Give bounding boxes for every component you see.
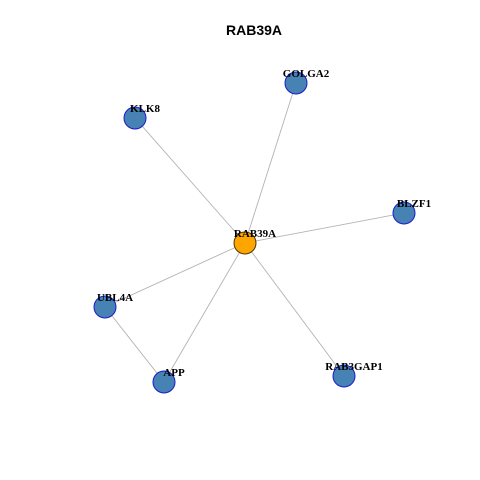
nodes-layer [93,71,416,394]
node-label-blzf1: BLZF1 [397,198,431,210]
node-ubl4a [93,295,117,319]
node-rab3gap1 [332,364,356,388]
node-klk8 [123,106,147,130]
edge-rab39a-app [163,242,246,383]
node-label-ubl4a: UBL4A [97,292,133,304]
node-label-rab3gap1: RAB3GAP1 [325,361,382,373]
node-golga2 [284,71,308,95]
node-app [152,370,176,394]
node-label-app: APP [163,367,185,379]
edge-ubl4a-app [104,306,165,383]
edge-rab39a-blzf1 [244,212,405,244]
edges-layer [104,82,405,383]
node-label-klk8: KLK8 [130,103,160,115]
edge-rab39a-golga2 [244,82,297,244]
diagram-title: RAB39A [226,22,282,38]
edge-rab39a-klk8 [134,117,246,244]
edge-rab39a-rab3gap1 [244,242,345,377]
node-rab39a [233,231,257,255]
edge-rab39a-ubl4a [104,242,246,308]
node-label-golga2: GOLGA2 [283,68,330,80]
node-label-rab39a: RAB39A [234,228,276,240]
node-blzf1 [392,201,416,225]
